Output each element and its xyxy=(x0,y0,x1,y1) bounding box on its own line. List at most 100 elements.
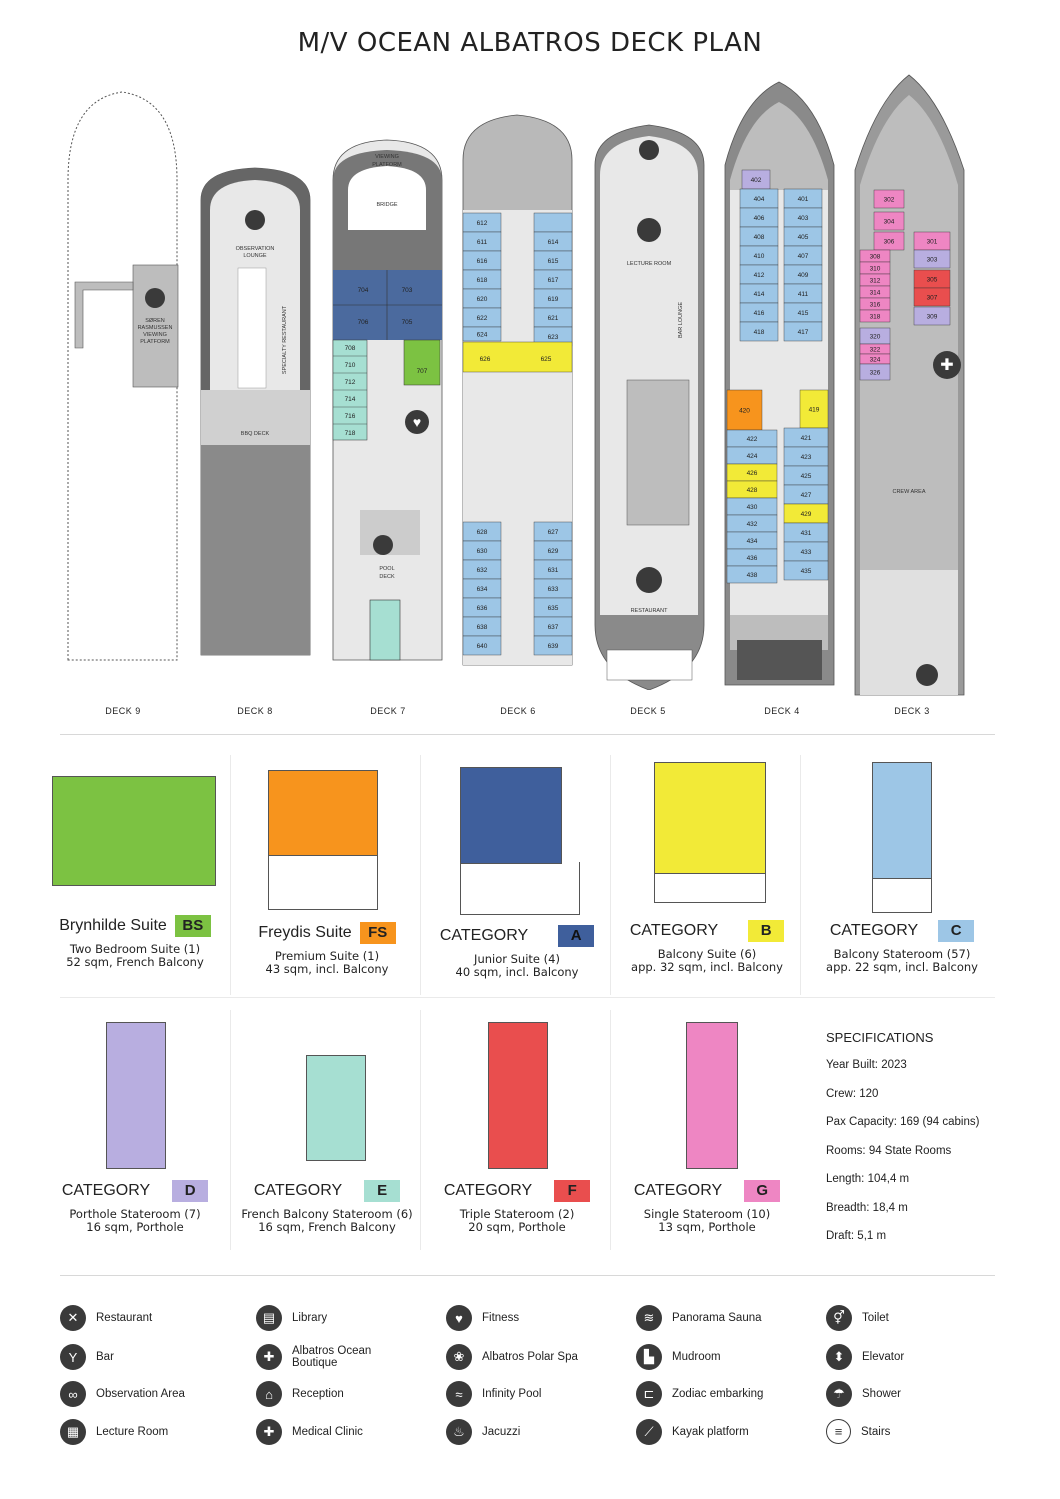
cabin-number: 309 xyxy=(927,313,938,320)
cabin-number: 410 xyxy=(754,253,765,260)
category-e-plan xyxy=(306,1055,366,1161)
cabin-number: 623 xyxy=(548,334,559,341)
toilet-icon: ⚥ xyxy=(826,1305,852,1331)
legend-label: Fitness xyxy=(482,1312,520,1324)
legend-item: ♥ Fitness xyxy=(446,1305,519,1331)
freydis-suite-plan xyxy=(268,770,378,856)
legend-label: Infinity Pool xyxy=(482,1388,542,1400)
legend-item: ✕Restaurant xyxy=(60,1305,152,1331)
cabin-number: 620 xyxy=(477,296,488,303)
svg-text:718: 718 xyxy=(345,430,356,437)
deck-8-plan: OBSERVATION LOUNGE SPECIALTY RESTAURANT … xyxy=(200,167,311,656)
cabin-number: 436 xyxy=(747,555,758,562)
svg-text:703: 703 xyxy=(402,287,413,294)
legend-label: Elevator xyxy=(862,1351,905,1363)
library-icon: ▤ xyxy=(256,1305,282,1331)
cabin-number: 303 xyxy=(927,256,938,263)
legend-item: ▦Lecture Room xyxy=(60,1419,168,1445)
deck-3-plan: 3023043063083103123143163183013033053073… xyxy=(854,74,965,696)
legend-label: Albatros Polar Spa xyxy=(482,1351,578,1363)
legend-item: ❀Albatros Polar Spa xyxy=(446,1344,578,1370)
legend-label: Bar xyxy=(96,1351,114,1363)
cabin xyxy=(726,389,763,431)
cabin-number: 308 xyxy=(870,253,881,260)
mudroom-icon: ▙ xyxy=(636,1344,662,1370)
spec-year: Year Built: 2023 xyxy=(826,1059,907,1071)
legend-label: Jacuzzi xyxy=(482,1426,521,1438)
cabin-number: 628 xyxy=(477,529,488,536)
category-f-plan xyxy=(488,1022,548,1169)
cabin-number: 304 xyxy=(884,218,895,225)
svg-text:BBQ DECK: BBQ DECK xyxy=(241,431,270,437)
cabin-number: 409 xyxy=(798,272,809,279)
legend-item: ⌂Reception xyxy=(256,1381,344,1407)
cabin-number: 405 xyxy=(798,234,809,241)
cabin-number: 418 xyxy=(754,329,765,336)
legend-label: Lecture Room xyxy=(96,1426,169,1438)
legend-label: Kayak platform xyxy=(672,1426,749,1438)
cabin-number: 407 xyxy=(798,253,809,260)
cabin-number: 307 xyxy=(927,294,938,301)
cabin-number: 420 xyxy=(739,407,750,414)
svg-text:716: 716 xyxy=(345,413,356,420)
legend-item: ⟋ Kayak platform xyxy=(636,1419,749,1445)
legend-item: ≡Stairs xyxy=(826,1419,890,1444)
kayak-icon: ⟋ xyxy=(636,1419,662,1445)
cabin-number: 406 xyxy=(754,215,765,222)
cabin-number: 312 xyxy=(870,277,881,284)
cabin-number: 427 xyxy=(801,492,812,499)
svg-text:RASMUSSEN: RASMUSSEN xyxy=(138,325,173,331)
cabin-number: 634 xyxy=(477,586,488,593)
cabin-number: 618 xyxy=(477,277,488,284)
kayak-icon xyxy=(916,664,938,686)
svg-text:704: 704 xyxy=(358,287,369,294)
cabin-number: 408 xyxy=(754,234,765,241)
cabin xyxy=(873,189,905,209)
deck-4-label: DECK 4 xyxy=(764,706,800,716)
svg-text:706: 706 xyxy=(358,319,369,326)
cabin-number: 324 xyxy=(870,356,881,363)
cabin-number: 637 xyxy=(548,624,559,631)
deck-6-label: DECK 6 xyxy=(500,706,536,716)
cabin xyxy=(533,635,573,656)
cabin xyxy=(859,309,891,323)
deck-5-plan: LECTURE ROOM BAR LOUNGE RESTAURANT xyxy=(594,124,705,690)
specifications: SPECIFICATIONS Year Built: 2023 Crew: 12… xyxy=(826,1030,979,1259)
svg-text:RESTAURANT: RESTAURANT xyxy=(631,608,669,614)
svg-text:SPECIALTY RESTAURANT: SPECIALTY RESTAURANT xyxy=(282,305,288,374)
cabin-number: 417 xyxy=(798,329,809,336)
cabin-number: 322 xyxy=(870,346,881,353)
cabin-number: 403 xyxy=(798,215,809,222)
cabin-number: 639 xyxy=(548,643,559,650)
page-title: M/V OCEAN ALBATROS DECK PLAN xyxy=(297,28,763,58)
fitness-icon: ♥ xyxy=(446,1305,472,1331)
cabin-number: 614 xyxy=(548,239,559,246)
cabin xyxy=(913,306,951,326)
cabin-number: 433 xyxy=(801,549,812,556)
restaurant-icon xyxy=(636,567,662,593)
cabin-number: 301 xyxy=(927,238,938,245)
reception-icon: ⌂ xyxy=(256,1381,282,1407)
brynhilde-suite-plan xyxy=(52,776,216,886)
cabin-number: 615 xyxy=(548,258,559,265)
svg-text:714: 714 xyxy=(345,396,356,403)
elevator-icon: ⬍ xyxy=(826,1344,852,1370)
cabin-number: 428 xyxy=(747,487,758,494)
svg-text:710: 710 xyxy=(345,362,356,369)
cabin-number: 404 xyxy=(754,196,765,203)
cabin xyxy=(859,363,891,381)
deck-8-label: DECK 8 xyxy=(237,706,273,716)
legend-item: ∞Observation Area xyxy=(60,1381,185,1407)
cabin-number: 421 xyxy=(801,435,812,442)
stairs-icon: ≡ xyxy=(826,1419,851,1444)
legend-label: Mudroom xyxy=(672,1351,721,1363)
deck-9-label: DECK 9 xyxy=(105,706,141,716)
cabin-number: 310 xyxy=(870,265,881,272)
svg-text:LOUNGE: LOUNGE xyxy=(243,253,267,259)
cabin xyxy=(462,326,502,342)
cabin-number: 415 xyxy=(798,310,809,317)
cabin-number: 624 xyxy=(477,331,488,338)
legend-item: ≈Infinity Pool xyxy=(446,1381,541,1407)
